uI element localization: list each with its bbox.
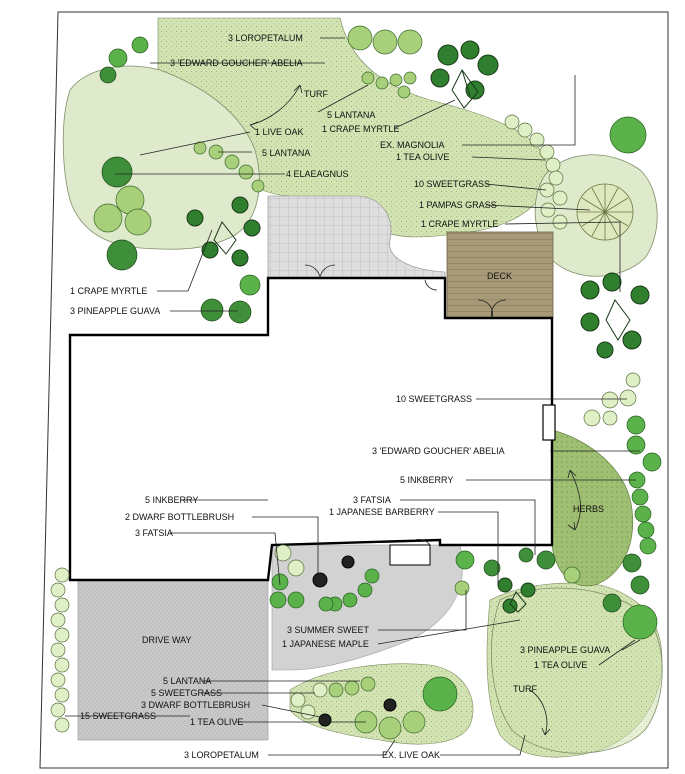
label-summer-sweet: 3 SUMMER SWEET [287, 625, 370, 635]
label-dwarf-bottlebrush-bottom: 3 DWARF BOTTLEBRUSH [141, 700, 250, 710]
label-turf-top: TURF [304, 89, 328, 99]
herbs-arrow-icon [569, 469, 581, 531]
label-abelia-top: 3 'EDWARD GOUCHER' ABELIA [170, 58, 303, 68]
label-japanese-maple: 1 JAPANESE MAPLE [282, 639, 369, 649]
tea-olive-top-icon [609, 116, 647, 154]
label-live-oak: 1 LIVE OAK [255, 127, 304, 137]
abelia-right-group [626, 415, 662, 472]
front-right-group [454, 547, 658, 640]
label-crape-myrtle-top: 1 CRAPE MYRTLE [322, 124, 399, 134]
label-dwarf-bottlebrush-front: 2 DWARF BOTTLEBRUSH [125, 512, 234, 522]
shrub-icon [131, 36, 149, 54]
label-lantana-top: 5 LANTANA [327, 110, 375, 120]
leader-lines [65, 37, 641, 756]
shrub-icon [347, 25, 373, 51]
shrub-icon [108, 48, 128, 68]
lantana-top-group [361, 71, 417, 99]
front-door-icon [414, 539, 431, 546]
japanese-maple-icon [497, 577, 536, 614]
crape-myrtle-right-icon [580, 272, 650, 359]
bottom-bed-group [290, 676, 458, 740]
inkberry-right-group [628, 471, 657, 555]
shrub-icon [397, 29, 423, 55]
label-ex-live-oak: EX. LIVE OAK [382, 750, 440, 760]
patio-door-icon [304, 264, 336, 279]
loropetalum-group [347, 25, 423, 55]
label-herbs: HERBS [573, 504, 604, 514]
label-japanese-barberry: 1 JAPANESE BARBERRY [329, 507, 435, 517]
live-oak-canopy [62, 65, 260, 250]
label-tea-olive-bottom: 1 TEA OLIVE [190, 717, 243, 727]
label-pineapple-guava-left: 3 PINEAPPLE GUAVA [70, 306, 160, 316]
label-ex-magnolia: EX. MAGNOLIA [380, 140, 445, 150]
property-line [39, 11, 669, 769]
label-sweetgrass-5: 5 SWEETGRASS [151, 688, 222, 698]
pampas-grass-icon [576, 183, 634, 241]
side-door-icon [424, 279, 438, 291]
label-inkberry-right: 5 INKBERRY [400, 475, 453, 485]
sweetgrass-top-group [504, 114, 568, 230]
deck [446, 231, 554, 319]
label-abelia-right: 3 'EDWARD GOUCHER' ABELIA [372, 446, 505, 456]
label-tea-olive-right: 1 TEA OLIVE [534, 660, 587, 670]
label-deck: DECK [487, 271, 512, 281]
elaeagnus-group [93, 156, 152, 271]
bay-window [542, 404, 556, 441]
label-elaeagnus: 4 ELAEAGNUS [286, 169, 349, 179]
label-loropetalum-top: 3 LOROPETALUM [228, 33, 303, 43]
shrub-icon [99, 66, 117, 84]
label-turf-bottom: TURF [513, 684, 537, 694]
label-fatsia-right: 3 FATSIA [353, 495, 391, 505]
front-step [389, 544, 431, 566]
driveway [77, 579, 269, 741]
label-pampas-grass: 1 PAMPAS GRASS [419, 200, 497, 210]
label-lantana-bottom: 5 LANTANA [163, 676, 211, 686]
pineapple-guava-left-group [200, 274, 261, 324]
patio-paving [267, 195, 446, 279]
label-lantana-mid: 5 LANTANA [262, 148, 310, 158]
sweetgrass-right-group [583, 372, 641, 427]
label-tea-olive-top: 1 TEA OLIVE [396, 152, 449, 162]
label-sweetgrass-10-right: 10 SWEETGRASS [396, 394, 472, 404]
label-sweetgrass-15: 15 SWEETGRASS [80, 711, 156, 721]
abelia-top-group [99, 36, 149, 84]
crape-myrtle-top-icon [430, 40, 499, 109]
deck-door-icon [477, 299, 507, 319]
shrub-icon [372, 29, 398, 55]
label-drive-way: DRIVE WAY [142, 635, 192, 645]
label-sweetgrass-10-top: 10 SWEETGRASS [414, 179, 490, 189]
ex-live-oak-canopy [491, 587, 663, 754]
house-outline [68, 276, 554, 582]
label-inkberry-front: 5 INKBERRY [145, 495, 198, 505]
label-crape-myrtle-left: 1 CRAPE MYRTLE [70, 286, 147, 296]
label-loropetalum-bottom: 3 LOROPETALUM [184, 750, 259, 760]
label-fatsia-left: 3 FATSIA [135, 528, 173, 538]
sweetgrass-15-group [50, 567, 70, 733]
turf-bottom-arrow-icon [529, 689, 548, 736]
label-pineapple-guava-right: 3 PINEAPPLE GUAVA [520, 645, 610, 655]
front-left-group [269, 544, 380, 612]
label-crape-myrtle-right: 1 CRAPE MYRTLE [421, 219, 498, 229]
